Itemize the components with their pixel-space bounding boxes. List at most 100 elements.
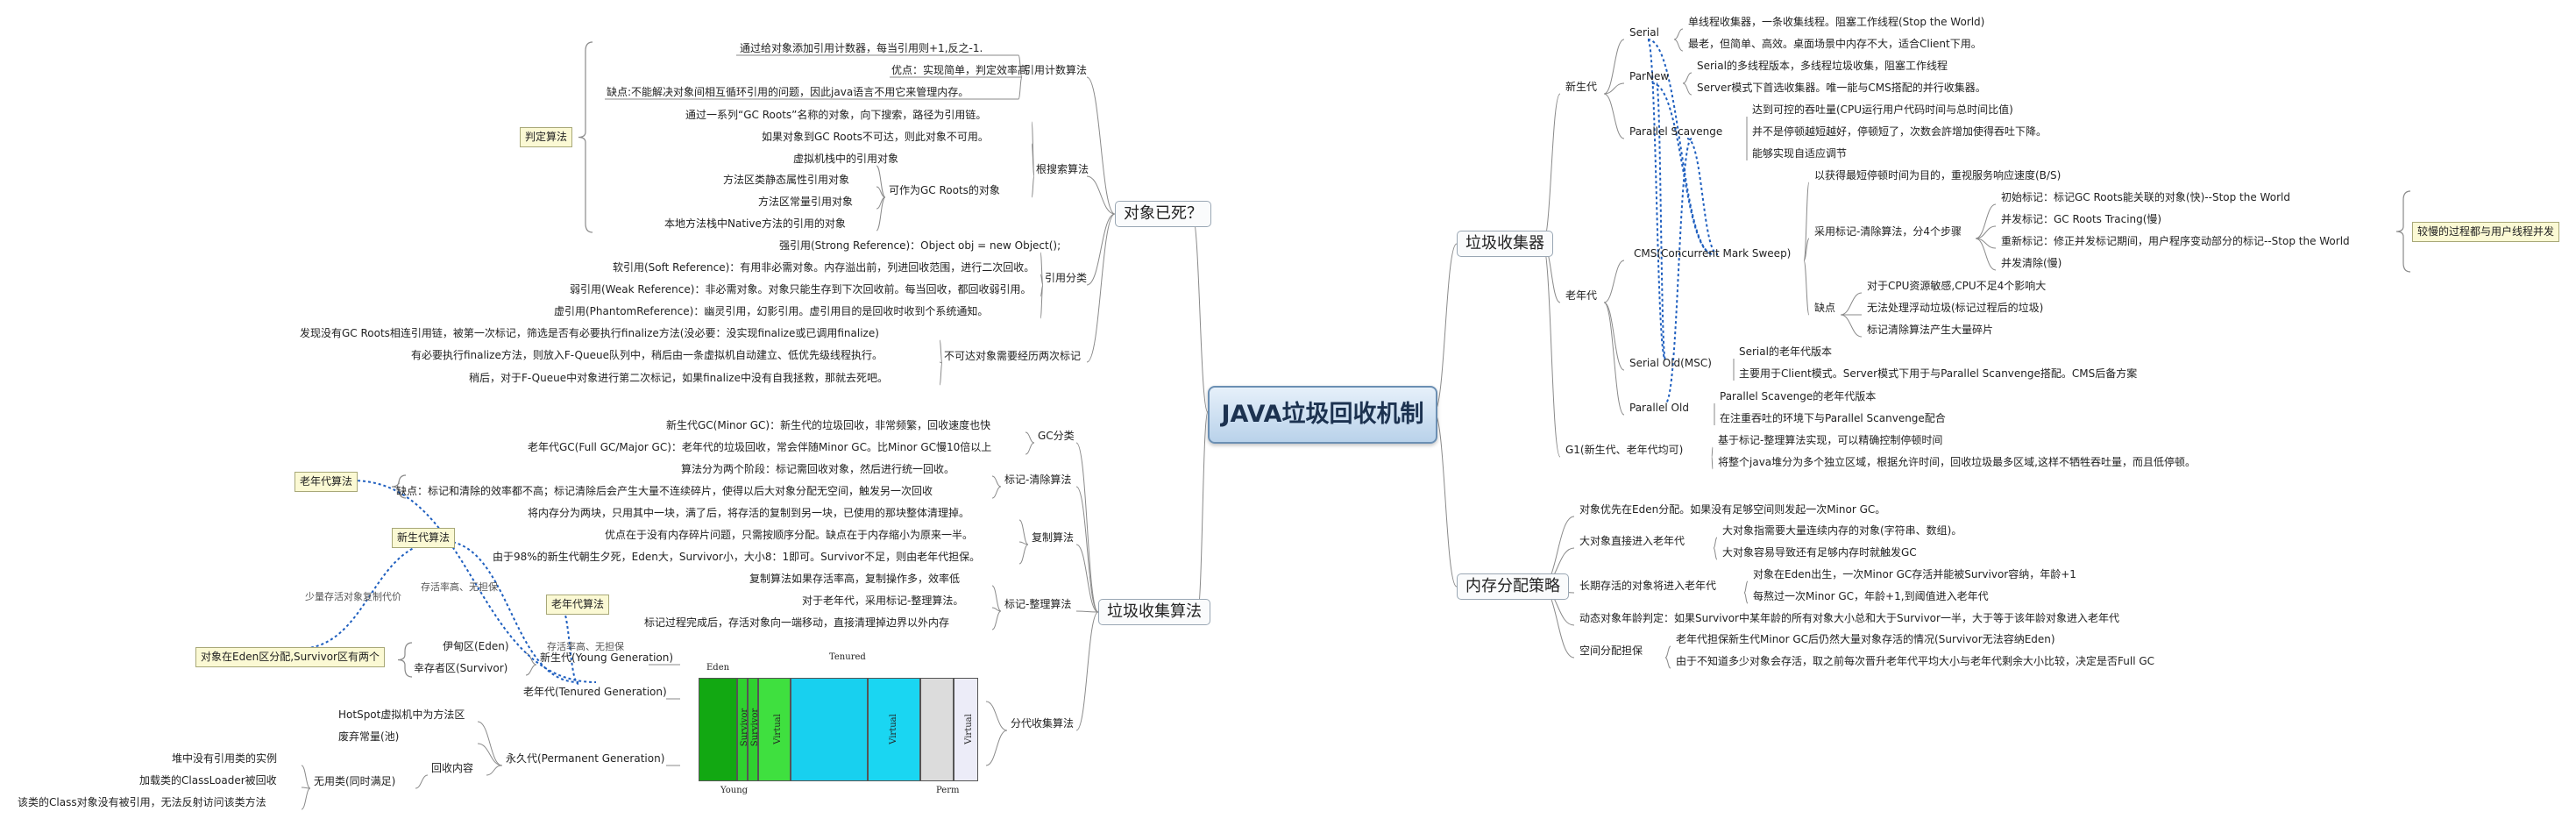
young-generation[interactable]: 新生代(Young Generation)	[540, 652, 674, 664]
leaf: 强引用(Strong Reference)：Object obj = new O…	[779, 239, 1061, 252]
leaf: 单线程收集器，一条收集线程。阻塞工作线程(Stop the World)	[1688, 16, 1985, 28]
leaf: 该类的Class对象没有被引用，无法反射访问该类方法	[18, 796, 266, 808]
note-eden: 对象在Eden区分配,Survivor区有两个	[195, 647, 385, 667]
connector	[297, 540, 444, 650]
leaf: 虚引用(PhantomReference)：幽灵引用，幻影引用。虚引用目的是回收…	[554, 305, 989, 317]
connector	[1196, 411, 1209, 615]
connector	[415, 774, 429, 789]
connector	[1075, 486, 1099, 613]
branch-generational[interactable]: 分代收集算法	[1011, 717, 1075, 730]
note-old-algo-2: 老年代算法	[546, 595, 610, 615]
leaf: 大对象容易导致还有足够内存时就触发GC	[1722, 546, 1917, 559]
brace	[578, 41, 593, 233]
heap-eden	[699, 678, 737, 781]
connector	[1025, 431, 1035, 444]
collector-parnew[interactable]: ParNew	[1629, 70, 1670, 82]
connector	[477, 743, 503, 766]
old-generation[interactable]: 老年代(Tenured Generation)	[523, 686, 667, 698]
collector-parallel-scavenge[interactable]: Parallel Scavenge	[1629, 125, 1723, 138]
heap-label-perm: Perm	[936, 786, 960, 795]
leaf: 在注重吞吐的环境下与Parallel Scanvenge配合	[1720, 412, 1946, 424]
leaf: 废弃常量(池)	[338, 730, 400, 743]
collector-cms[interactable]: CMS(Concurrent Mark Sweep)	[1634, 247, 1792, 260]
leaf: 对象在Eden出生，一次Minor GC存活并能被Survivor容纳，年龄+1	[1753, 568, 2076, 580]
root-topic[interactable]: JAVA垃圾回收机制	[1208, 386, 1437, 444]
heap-label-eden: Eden	[706, 663, 730, 673]
collector-g1[interactable]: G1(新生代、老年代均可)	[1565, 444, 1684, 456]
connector	[1018, 54, 1023, 78]
leaf: 如果对象到GC Roots不可达，则此对象不可用。	[762, 131, 989, 143]
connector	[1711, 446, 1714, 458]
connector	[1840, 292, 1863, 316]
connector	[876, 196, 886, 231]
collector-parallel-old[interactable]: Parallel Old	[1629, 402, 1689, 414]
topic-object-dead[interactable]: 对象已死？	[1115, 201, 1211, 227]
connector	[1686, 138, 1719, 255]
heap-perm-virtual	[954, 678, 978, 781]
connector	[1086, 175, 1116, 215]
leaf: 将整个java堆分为多个独立区域，根据允许时间，回收垃圾最多区域,这样不牺牲吞吐…	[1718, 456, 2196, 468]
leaf: 虚拟机栈中的引用对象	[793, 153, 899, 165]
label-high-survive: 存活率高、无担保	[421, 581, 498, 593]
branch-mark-sweep[interactable]: 标记-清除算法	[1004, 474, 1072, 486]
heap-tenured-virtual	[868, 678, 920, 781]
leaf: 初始标记：标记GC Roots能关联的对象(快)--Stop the World	[2001, 191, 2290, 203]
connector	[1075, 610, 1099, 613]
connector	[486, 765, 502, 776]
branch-ref-types[interactable]: 引用分类	[1045, 272, 1088, 284]
connector	[1664, 645, 1671, 659]
branch-long-lived[interactable]: 长期存活的对象将进入老年代	[1579, 580, 1717, 592]
connector	[1086, 76, 1116, 215]
leaf: 算法分为两个阶段：标记需回收对象，然后进行统一回收。	[681, 463, 955, 475]
branch-gc-roots[interactable]: 可作为GC Roots的对象	[889, 184, 1000, 196]
heap-label-virtual-2: Virtual	[888, 714, 898, 744]
connector	[1656, 82, 1666, 360]
branch-copying[interactable]: 复制算法	[1032, 531, 1075, 544]
topic-memory-allocation[interactable]: 内存分配策略	[1457, 573, 1569, 600]
leaf: 基于标记-整理算法实现，可以精确控制停顿时间	[1718, 434, 1943, 446]
topic-gc-algorithms[interactable]: 垃圾收集算法	[1098, 599, 1210, 625]
perm-generation[interactable]: 永久代(Permanent Generation)	[506, 752, 665, 765]
connector	[991, 585, 1002, 612]
branch-mark-compact[interactable]: 标记-整理算法	[1004, 598, 1072, 610]
branch-refcount[interactable]: 引用计数算法	[1024, 64, 1088, 76]
leaf: 大对象指需要大量连续内存的对象(字符串、数组)。	[1722, 524, 1962, 537]
collector-serial-old[interactable]: Serial Old(MSC)	[1629, 357, 1712, 369]
topic-collectors[interactable]: 垃圾收集器	[1457, 231, 1553, 257]
leaf: 老年代GC(Full GC/Major GC)：老年代的垃圾回收，常会伴随Min…	[528, 441, 992, 453]
leaf: 本地方法栈中Native方法的引用的对象	[664, 217, 846, 230]
heap-tenured	[791, 678, 868, 781]
cms-cons[interactable]: 缺点	[1814, 302, 1836, 314]
leaf: 方法区常量引用对象	[758, 196, 854, 208]
connector	[525, 664, 537, 676]
branch-two-marks[interactable]: 不可达对象需要经历两次标记	[944, 350, 1082, 362]
leaf: 无法处理浮动垃圾(标记过程后的垃圾)	[1867, 302, 2044, 314]
branch-old-collectors[interactable]: 老年代	[1565, 289, 1598, 302]
leaf: 对于CPU资源敏感,CPU不足4个影响大	[1867, 280, 2047, 292]
branch-guarantee[interactable]: 空间分配担保	[1579, 644, 1643, 657]
leaf: Serial的多线程版本，多线程垃圾收集，阻塞工作线程	[1697, 60, 1948, 72]
recycle-content[interactable]: 回收内容	[431, 762, 474, 774]
connector	[1025, 442, 1035, 455]
branch-root-search[interactable]: 根搜索算法	[1036, 163, 1089, 175]
connector	[1031, 143, 1035, 177]
connector	[1075, 611, 1099, 731]
leaf: 老年代担保新生代Minor GC后仍然大量对象存活的情况(Survivor无法容…	[1676, 633, 2055, 645]
leaf: 并不是停顿越短越好，停顿短了，次数会許增加使得吞吐下降。	[1752, 125, 2047, 138]
collector-serial[interactable]: Serial	[1629, 26, 1659, 39]
useless-class[interactable]: 无用类(同时满足)	[314, 775, 396, 787]
leaf: 标记过程完成后，存活对象向一端移动，直接清理掉边界以外内存	[644, 616, 950, 629]
connector	[991, 610, 1002, 630]
leaf: 软引用(Soft Reference)：有用非必需对象。内存溢出前，列进回收范围…	[613, 261, 1035, 274]
leaf: 新生代GC(Minor GC)：新生代的垃圾回收，非常频繁，回收速度也快	[666, 419, 991, 431]
branch-big-object[interactable]: 大对象直接进入老年代	[1579, 535, 1685, 547]
connector	[1975, 203, 1997, 239]
leaf: Server模式下首选收集器。唯一能与CMS搭配的并行收集器。	[1697, 82, 1986, 94]
leaf: 并发标记：GC Roots Tracing(慢)	[2001, 213, 2162, 225]
branch-gc-kinds[interactable]: GC分类	[1038, 430, 1075, 442]
connector	[1647, 39, 1714, 255]
leaf: 复制算法如果存活率高，复制操作多，效率低	[749, 573, 961, 585]
cms-steps[interactable]: 采用标记-清除算法，分4个步骤	[1814, 225, 1962, 238]
branch-young-collectors[interactable]: 新生代	[1565, 81, 1598, 93]
leaf: Parallel Scavenge的老年代版本	[1720, 390, 1877, 402]
